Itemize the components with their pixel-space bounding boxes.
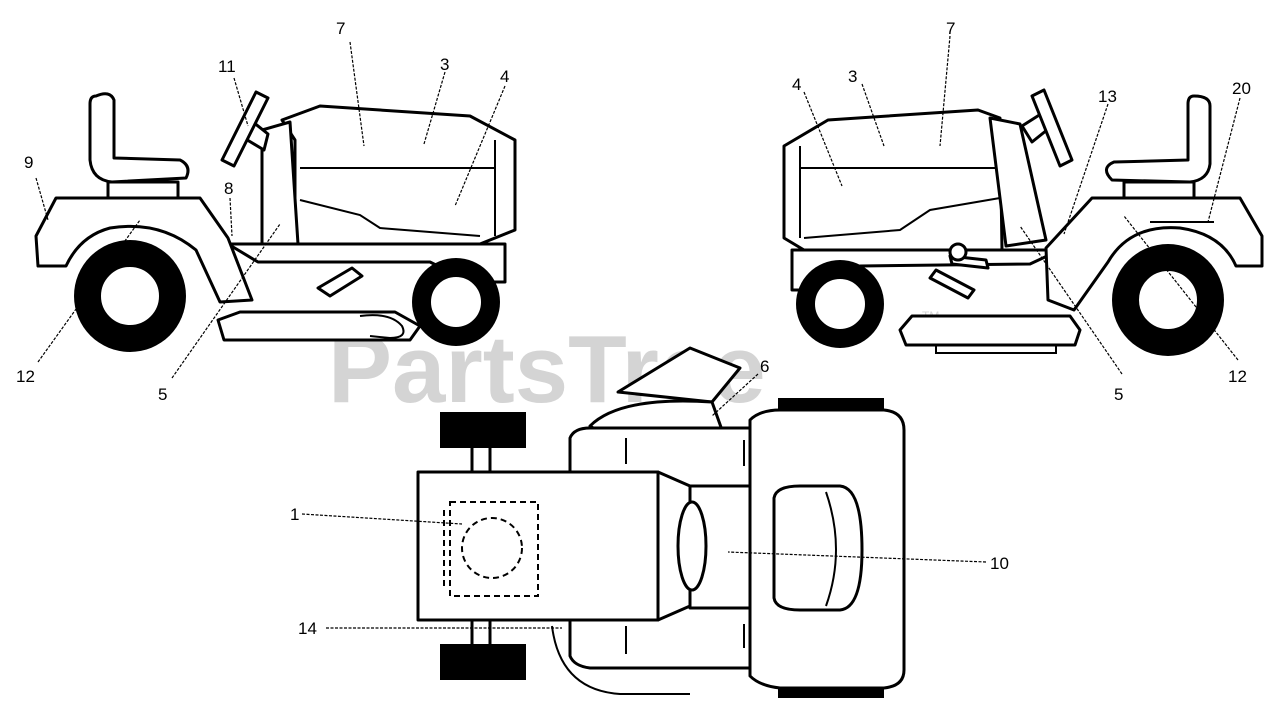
top-deck-outline xyxy=(551,625,690,695)
top-front-tire-upper xyxy=(440,412,526,448)
lift-knob-right xyxy=(948,242,968,262)
dash-column xyxy=(260,120,300,246)
callout-9: 9 xyxy=(24,153,33,172)
hood-right xyxy=(782,108,1004,252)
top-seat-back xyxy=(825,491,837,607)
mower-deck-right xyxy=(898,314,1082,347)
callout-4: 4 xyxy=(500,67,509,86)
tractor-right-side-view xyxy=(782,88,1264,356)
top-view-callouts: 6 1 10 14 xyxy=(290,357,1009,638)
callout-5: 5 xyxy=(158,385,167,404)
tractor-top-view xyxy=(416,346,906,698)
steering-wheel-right xyxy=(1030,88,1074,168)
top-seat xyxy=(772,484,864,612)
callout-8: 8 xyxy=(224,179,233,198)
callout-6: 6 xyxy=(760,357,769,376)
callout-10: 10 xyxy=(990,554,1009,573)
top-steering-column xyxy=(588,399,724,434)
rear-fender-right xyxy=(1044,196,1264,312)
callout-13: 13 xyxy=(1098,87,1117,106)
top-hood-decal-rect xyxy=(449,501,539,597)
foot-pedal-right xyxy=(928,268,976,300)
rear-hub xyxy=(99,265,161,327)
rear-fender xyxy=(34,196,254,304)
callout-4-right: 4 xyxy=(792,75,801,94)
foot-pedal xyxy=(316,266,364,298)
callout-12-right: 12 xyxy=(1228,367,1247,386)
callout-1: 1 xyxy=(290,505,299,524)
top-hood-decal-circle xyxy=(461,517,523,579)
tractor-left-side-view xyxy=(34,90,517,352)
callout-3: 3 xyxy=(440,55,449,74)
right-view-callouts: 4 3 7 13 20 5 12 xyxy=(792,19,1251,404)
left-view-callouts: 9 11 7 3 4 8 12 5 xyxy=(16,19,509,404)
rear-hub-right xyxy=(1137,269,1199,331)
dash-column-right xyxy=(988,116,1048,248)
seat-back xyxy=(88,92,190,184)
top-steering-wheel xyxy=(616,346,742,404)
seat-base xyxy=(106,180,180,200)
callout-14: 14 xyxy=(298,619,317,638)
seat-back-right xyxy=(1105,94,1212,184)
callout-5-right: 5 xyxy=(1114,385,1123,404)
hood xyxy=(280,104,517,246)
callout-20: 20 xyxy=(1232,79,1251,98)
callout-11: 11 xyxy=(218,57,236,76)
front-hub-right xyxy=(813,277,867,331)
front-hub xyxy=(429,275,483,329)
top-front-tire-lower xyxy=(440,644,526,680)
right-view-leaders xyxy=(803,35,1241,375)
callout-7: 7 xyxy=(336,19,345,38)
left-view-leaders xyxy=(35,41,506,379)
callout-12: 12 xyxy=(16,367,35,386)
deck-cable xyxy=(359,314,405,340)
seat-base-right xyxy=(1122,180,1196,200)
mower-deck xyxy=(216,310,422,342)
callout-7-right: 7 xyxy=(946,19,955,38)
deck-skirt-right xyxy=(935,344,1057,354)
hood-side-line-right xyxy=(803,197,1001,239)
callout-3-right: 3 xyxy=(848,67,857,86)
top-dash-oval xyxy=(676,500,708,592)
hood-side-line xyxy=(299,199,481,237)
top-view-leaders xyxy=(301,373,987,629)
